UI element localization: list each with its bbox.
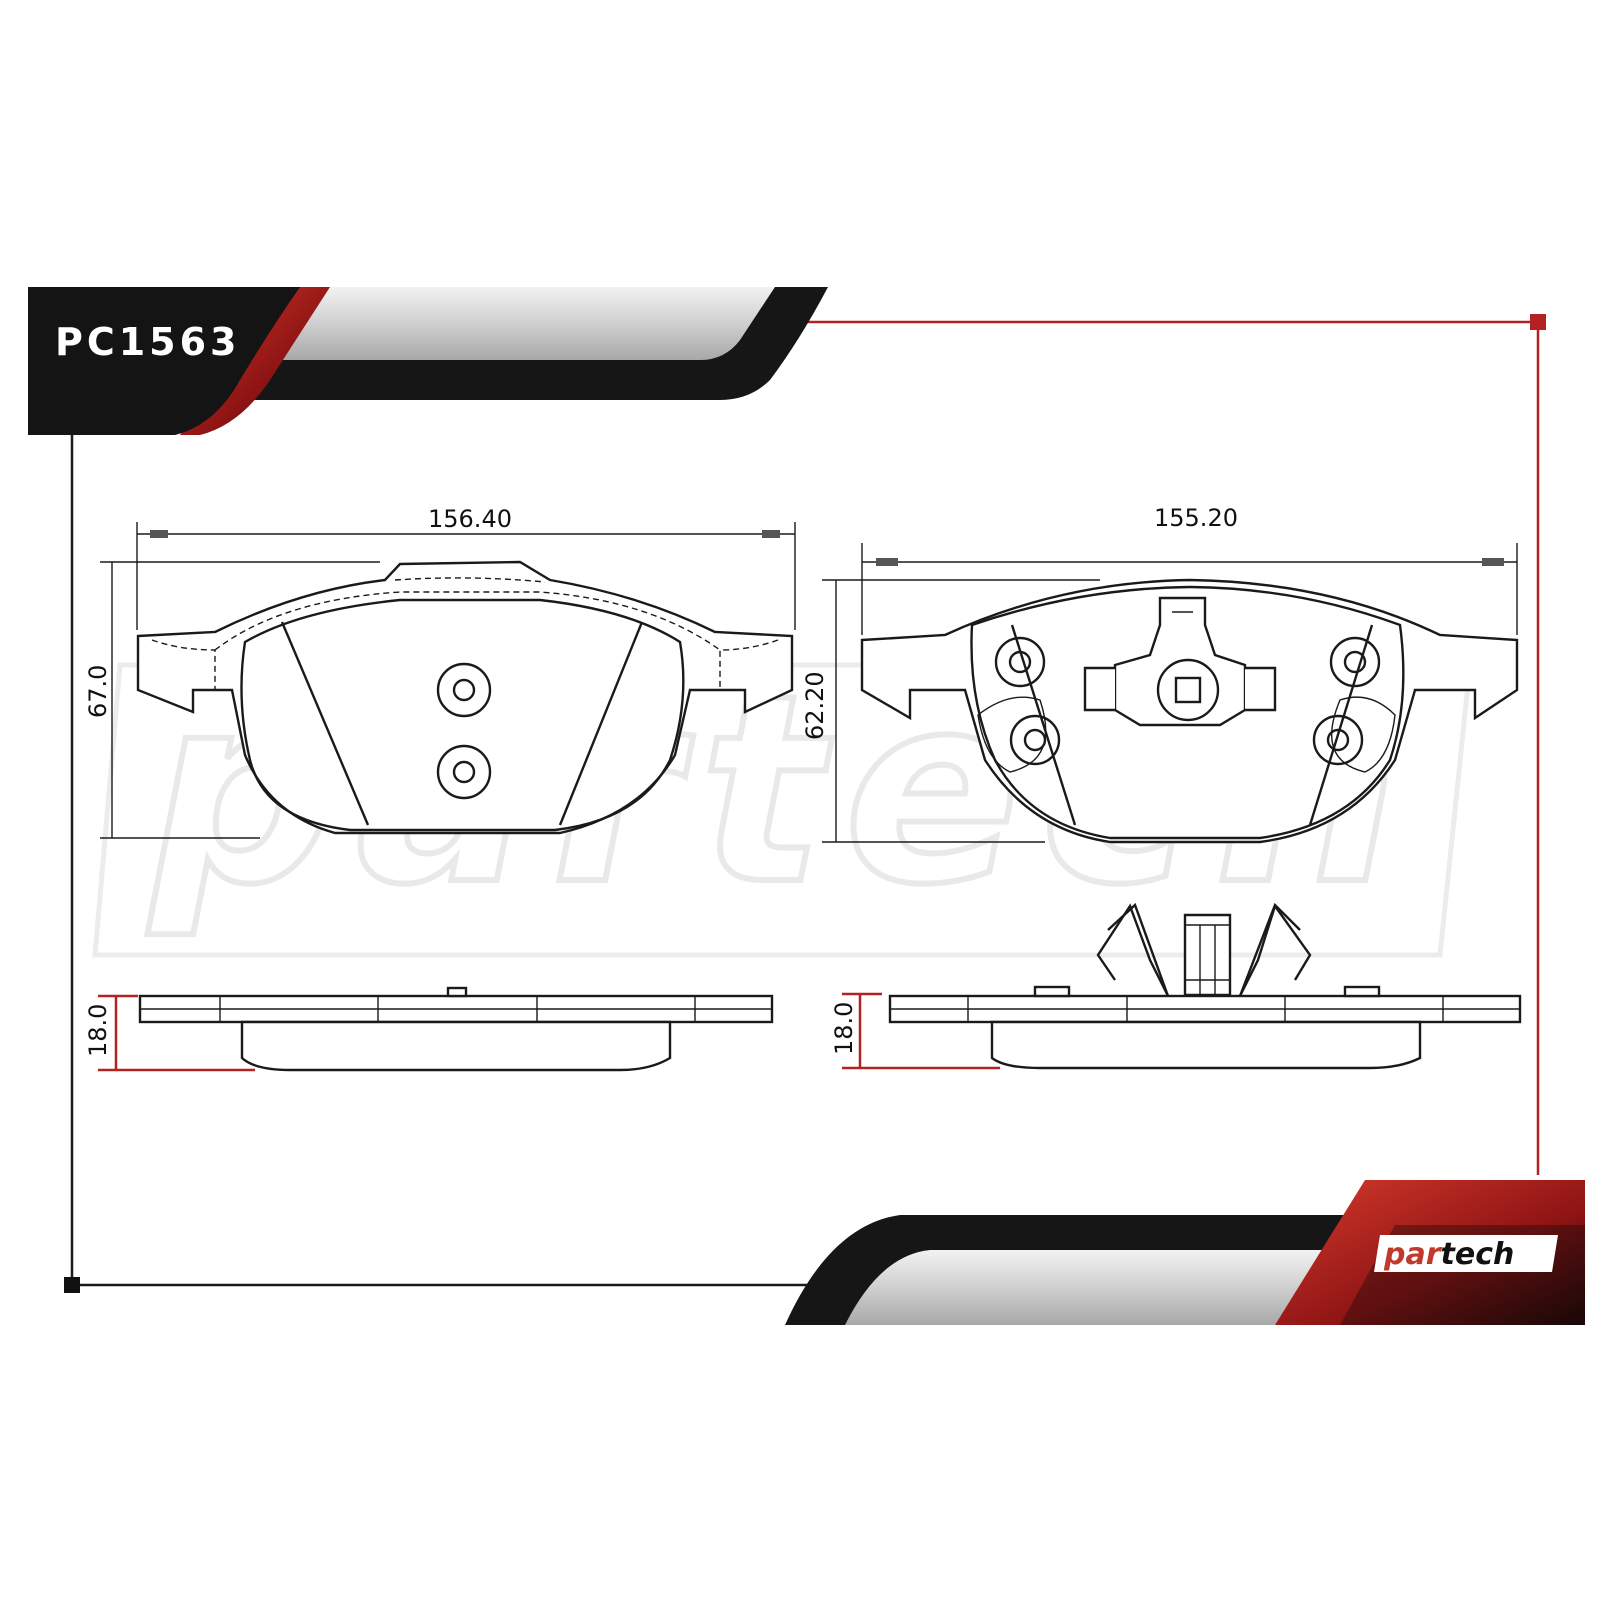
pad-2-height-label: 62.20: [801, 671, 829, 740]
brand-logo: partech: [1374, 1235, 1558, 1272]
footer-band: partech: [785, 1180, 1585, 1325]
pad-1-width-label: 156.40: [428, 505, 512, 533]
pad-2-side-view: 18.0: [830, 902, 1522, 1070]
pad-2-front-view: 155.20 62.20: [801, 504, 1519, 844]
header-band: PC1563: [28, 287, 828, 435]
pad-1-front-view: 156.40 67.0: [84, 505, 796, 839]
pad-1-height-label: 67.0: [84, 665, 112, 718]
pad-2-width-label: 155.20: [1154, 504, 1238, 532]
pad-2-thickness-label: 18.0: [830, 1002, 858, 1055]
pad-1-thickness-label: 18.0: [84, 1004, 112, 1057]
part-number: PC1563: [55, 320, 241, 364]
pad-1-side-view: 18.0: [84, 986, 774, 1072]
svg-text:partech: partech: [1383, 1237, 1514, 1272]
